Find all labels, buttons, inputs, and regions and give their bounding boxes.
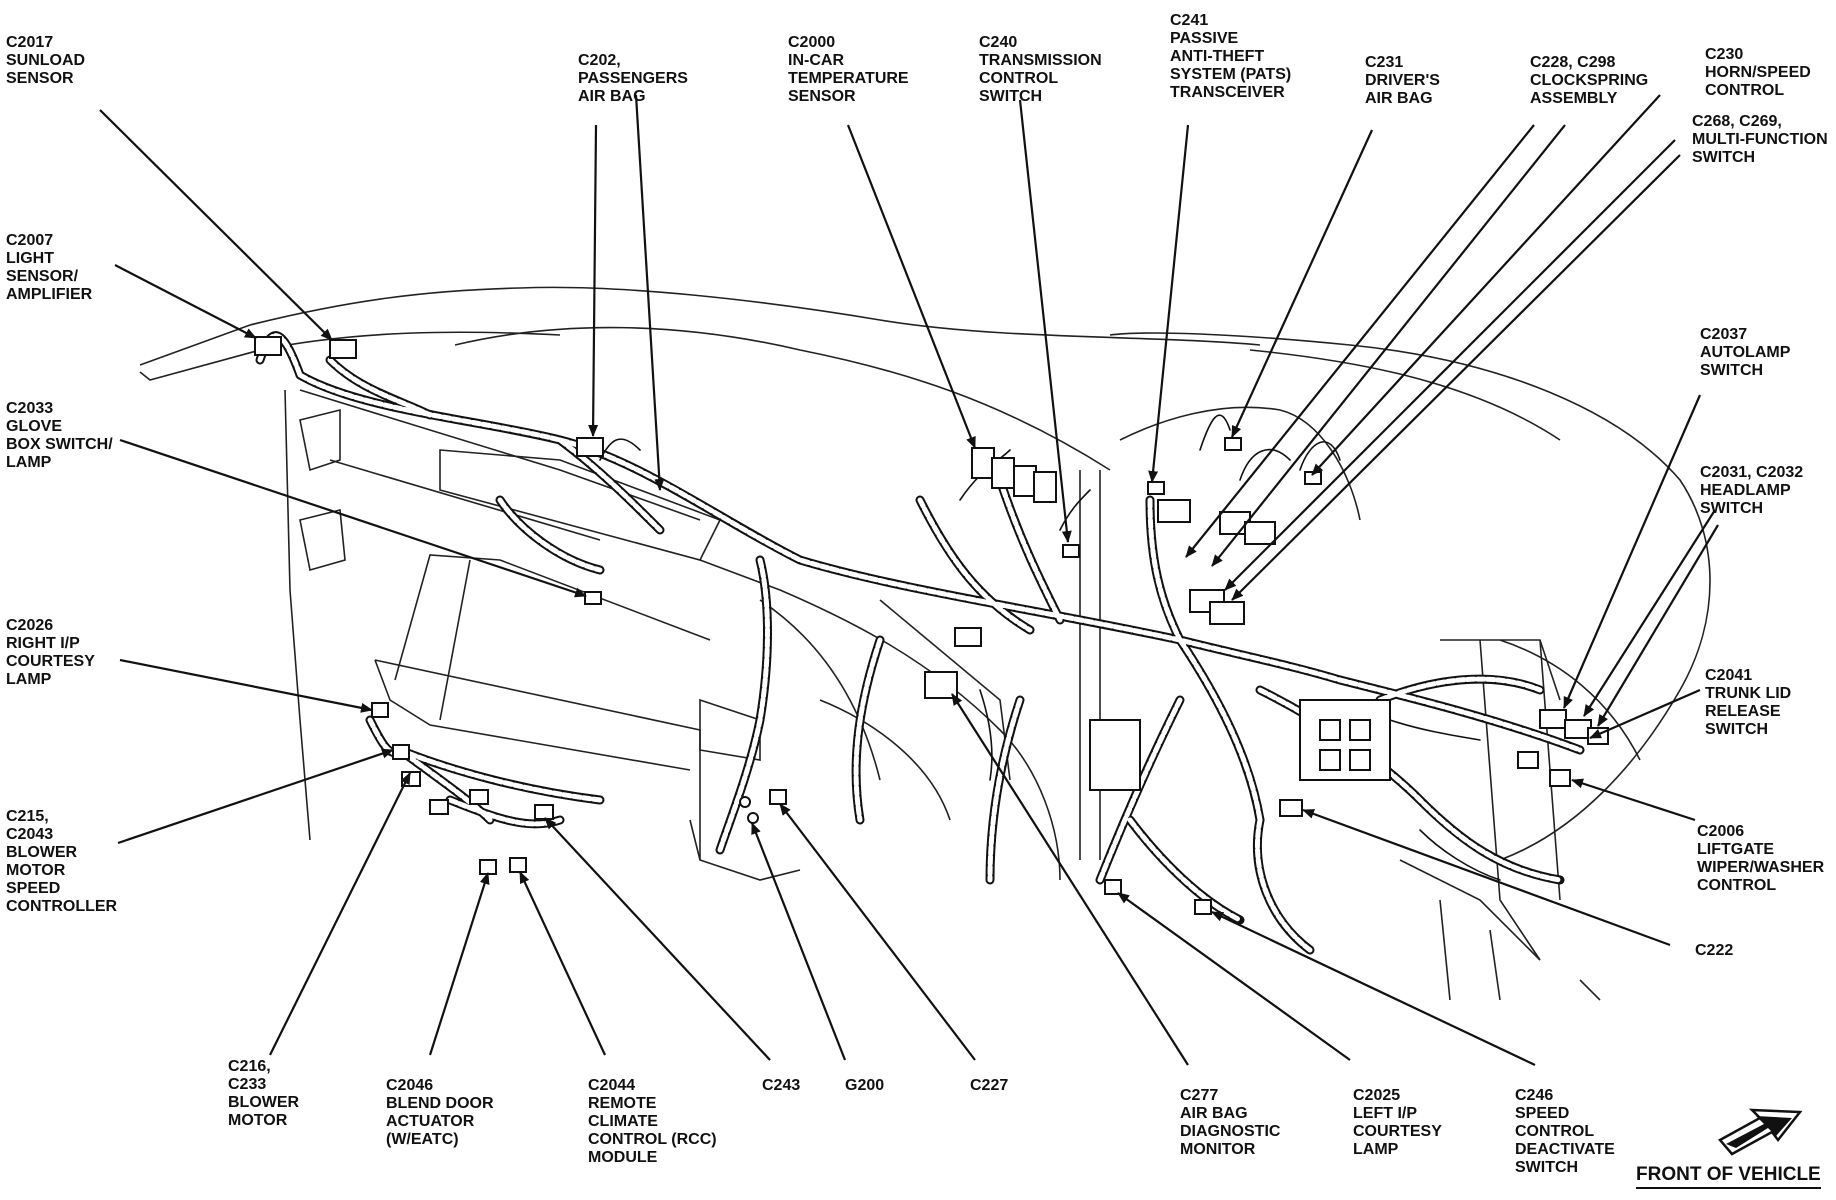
- leader-c240: [1018, 99, 1072, 543]
- leader-c2025: [1117, 892, 1351, 1061]
- leader-c215: [117, 748, 394, 845]
- fuse-junction-block: [1299, 699, 1391, 781]
- callout-c268: C268, C269, MULTI-FUNCTION SWITCH: [1692, 113, 1828, 166]
- connector-c2000-d: [1033, 471, 1057, 503]
- leader-c216: [269, 772, 411, 1056]
- leader-c2046-b: [519, 871, 606, 1056]
- connector-c233: [469, 789, 489, 805]
- connector-c231: [1224, 437, 1242, 451]
- callout-c2044: C2044 REMOTE CLIMATE CONTROL (RCC) MODUL…: [588, 1077, 717, 1166]
- connector-c2000-c: [1013, 465, 1037, 497]
- connector-c2000-a: [971, 447, 995, 479]
- callout-c277: C277 AIR BAG DIAGNOSTIC MONITOR: [1180, 1087, 1281, 1158]
- front-of-vehicle-label: FRONT OF VEHICLE: [1636, 1164, 1821, 1189]
- leader-c222: [1302, 808, 1671, 947]
- connector-c277: [1089, 719, 1141, 791]
- leader-c246: [1211, 911, 1536, 1066]
- leader-c2044: [544, 817, 771, 1061]
- leader-c241: [1148, 124, 1190, 483]
- connector-c2026: [371, 702, 389, 718]
- leader-c2026: [119, 658, 373, 713]
- wiring-harness: [255, 331, 1585, 955]
- callout-c228: C228, C298 CLOCKSPRING ASSEMBLY: [1530, 54, 1649, 107]
- callout-c2000: C2000 IN-CAR TEMPERATURE SENSOR: [788, 34, 909, 105]
- connector-c241: [1147, 481, 1165, 495]
- leader-c2006: [1571, 778, 1696, 822]
- leader-c277: [951, 693, 1189, 1066]
- connectors: [254, 336, 1609, 915]
- connector-c215: [392, 744, 410, 760]
- callout-c227: C227: [970, 1077, 1009, 1094]
- leader-c268: [1224, 139, 1676, 591]
- connector-c2046: [479, 859, 497, 875]
- callout-c243: C243: [762, 1077, 801, 1094]
- leader-c202-b: [634, 94, 665, 491]
- callout-c2007: C2007 LIGHT SENSOR/ AMPLIFIER: [6, 232, 93, 303]
- connector-c2046-b: [509, 857, 527, 873]
- leader-c227: [779, 803, 976, 1061]
- callout-c241: C241 PASSIVE ANTI-THEFT SYSTEM (PATS) TR…: [1170, 12, 1292, 101]
- callout-c2037: C2037 AUTOLAMP SWITCH: [1700, 326, 1791, 379]
- callout-c2041: C2041 TRUNK LID RELEASE SWITCH: [1705, 667, 1792, 738]
- leader-c2046-a: [428, 872, 490, 1056]
- ground-g200: [747, 812, 759, 824]
- leader-c228-a: [1185, 124, 1535, 558]
- callout-c215: C215, C2043 BLOWER MOTOR SPEED CONTROLLE…: [6, 808, 118, 915]
- front-of-vehicle-arrow-icon: [1718, 1108, 1803, 1156]
- ground-c243: [739, 796, 751, 808]
- leader-c2007: [114, 264, 257, 339]
- connector-c2017: [329, 339, 357, 359]
- connector-c246: [1104, 879, 1122, 895]
- connector-c2006: [1549, 769, 1571, 787]
- connector-c2006-b: [1517, 751, 1539, 769]
- leader-c2031: [1583, 509, 1716, 717]
- callout-c2017: C2017 SUNLOAD SENSOR: [6, 34, 86, 87]
- callout-c222: C222: [1695, 942, 1734, 959]
- callout-c202: C202, PASSENGERS AIR BAG: [578, 52, 688, 105]
- leader-c2033: [119, 438, 587, 598]
- connector-c2037: [1539, 709, 1567, 729]
- connector-c2033: [584, 591, 602, 605]
- leader-c228-b: [1211, 124, 1566, 567]
- connector-c2044: [534, 804, 554, 820]
- connector-c228-b: [1244, 521, 1276, 545]
- callout-c2033: C2033 GLOVE BOX SWITCH/ LAMP: [6, 400, 113, 471]
- callout-c216: C216, C233 BLOWER MOTOR: [228, 1058, 300, 1129]
- connector-c222: [1279, 799, 1303, 817]
- connector-c269: [1209, 601, 1245, 625]
- connector-mid: [954, 627, 982, 647]
- callout-c2025: C2025 LEFT I/P COURTESY LAMP: [1353, 1087, 1442, 1158]
- connector-c241-b: [1157, 499, 1191, 523]
- connector-c202: [576, 437, 604, 457]
- leader-c230: [1311, 94, 1661, 476]
- leader-c2041: [1589, 688, 1701, 740]
- callout-c231: C231 DRIVER'S AIR BAG: [1365, 54, 1440, 107]
- leader-c2032: [1597, 524, 1719, 727]
- connector-c2007: [254, 336, 282, 356]
- leader-g200: [750, 822, 847, 1061]
- callout-c246: C246 SPEED CONTROL DEACTIVATE SWITCH: [1515, 1087, 1615, 1176]
- connector-c240: [1062, 544, 1080, 558]
- connector-c216: [429, 799, 449, 815]
- leader-c2037: [1562, 394, 1702, 709]
- leader-c2017: [99, 109, 333, 341]
- leader-lines: [99, 94, 1719, 1066]
- leader-c202: [588, 124, 599, 437]
- callout-c2006: C2006 LIFTGATE WIPER/WASHER CONTROL: [1697, 823, 1825, 894]
- callout-c2026: C2026 RIGHT I/P COURTESY LAMP: [6, 617, 95, 688]
- callout-c2046: C2046 BLEND DOOR ACTUATOR (W/EATC): [386, 1077, 494, 1148]
- callout-g200: G200: [845, 1077, 885, 1094]
- connector-c227: [769, 789, 787, 805]
- callout-c2031: C2031, C2032 HEADLAMP SWITCH: [1700, 464, 1804, 517]
- connector-c2000-b: [991, 457, 1015, 489]
- callout-c230: C230 HORN/SPEED CONTROL: [1705, 46, 1811, 99]
- callout-c240: C240 TRANSMISSION CONTROL SWITCH: [979, 34, 1102, 105]
- leader-c2000: [846, 124, 977, 449]
- leader-c231: [1230, 129, 1374, 438]
- connector-c2025: [1194, 899, 1212, 915]
- leader-c269: [1231, 154, 1681, 601]
